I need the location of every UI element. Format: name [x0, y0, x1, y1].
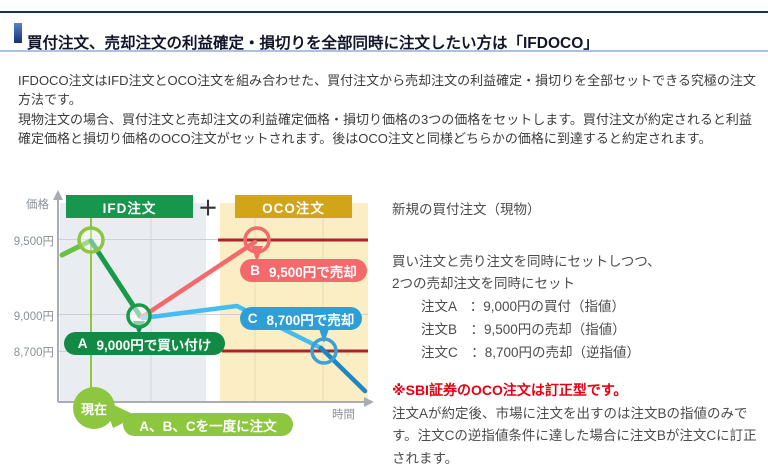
order-b-tag: B	[250, 263, 260, 278]
now-note-pill: A、B、Cを一度に注文	[123, 413, 293, 436]
order-c-detail: 注文C ：8,700円の売却（逆指値）	[421, 345, 641, 360]
y-axis-arrow-icon	[53, 190, 63, 200]
intro-paragraph-2: 現物注文の場合、買付注文と売却注文の利益確定価格・損切り価格の3つの価格をセット…	[18, 111, 752, 147]
page-title: 買付注文、売却注文の利益確定・損切りを全部同時に注文したい方は「IFDOCO」	[27, 35, 599, 53]
intro-text: IFDOCO注文はIFD注文とOCO注文を組み合わせた、買付注文から売却注文の利…	[18, 71, 764, 149]
order-c-label: 8,700円で売却	[266, 312, 355, 328]
intro-paragraph-1: IFDOCO注文はIFD注文とOCO注文を組み合わせた、買付注文から売却注文の利…	[18, 73, 756, 108]
warning-body: 注文Aが約定後、市場に注文を出すのは注文Bの指値のみです。注文Cの逆指値条件に達…	[392, 406, 757, 466]
top-divider	[0, 11, 768, 13]
y-tick-8700: 8,700円	[13, 347, 54, 359]
right-heading: 新規の買付注文（現物）	[392, 202, 541, 217]
order-a-detail: 注文A ：9,000円の買付（指値）	[421, 299, 626, 314]
y-axis-label: 価格	[26, 199, 49, 211]
order-b-detail: 注文B ：9,500円の売却（指値）	[421, 322, 626, 337]
title-accent-bar	[14, 23, 22, 43]
order-c-tag: C	[247, 311, 258, 326]
order-a-tag: A	[77, 336, 88, 351]
warning-title: ※SBI証券のOCO注文は訂正型です。	[392, 382, 628, 398]
oco-zone-background	[220, 203, 368, 402]
title-underline	[0, 50, 768, 52]
right-line-2: 買い注文と売り注文を同時にセットしつつ、	[392, 254, 661, 269]
order-a-pill: A 9,000円で買い付け	[64, 332, 225, 355]
ifd-zone-background	[60, 203, 206, 402]
order-c-pill: C 8,700円で売却	[240, 307, 362, 330]
x-axis-label: 時間	[332, 409, 355, 421]
order-b-label: 9,500円で売却	[268, 264, 357, 280]
oco-banner: OCO注文	[235, 195, 352, 218]
plus-sign: ＋	[198, 198, 218, 220]
order-a-label: 9,000円で買い付け	[96, 337, 212, 353]
ifd-banner: IFD注文	[66, 195, 193, 218]
y-tick-9500: 9,500円	[13, 236, 54, 248]
y-tick-9000: 9,000円	[13, 311, 54, 323]
right-line-3: 2つの売却注文を同時にセット	[392, 276, 576, 291]
now-marker: 現在	[73, 387, 115, 429]
order-b-pill: B 9,500円で売却	[240, 259, 367, 282]
